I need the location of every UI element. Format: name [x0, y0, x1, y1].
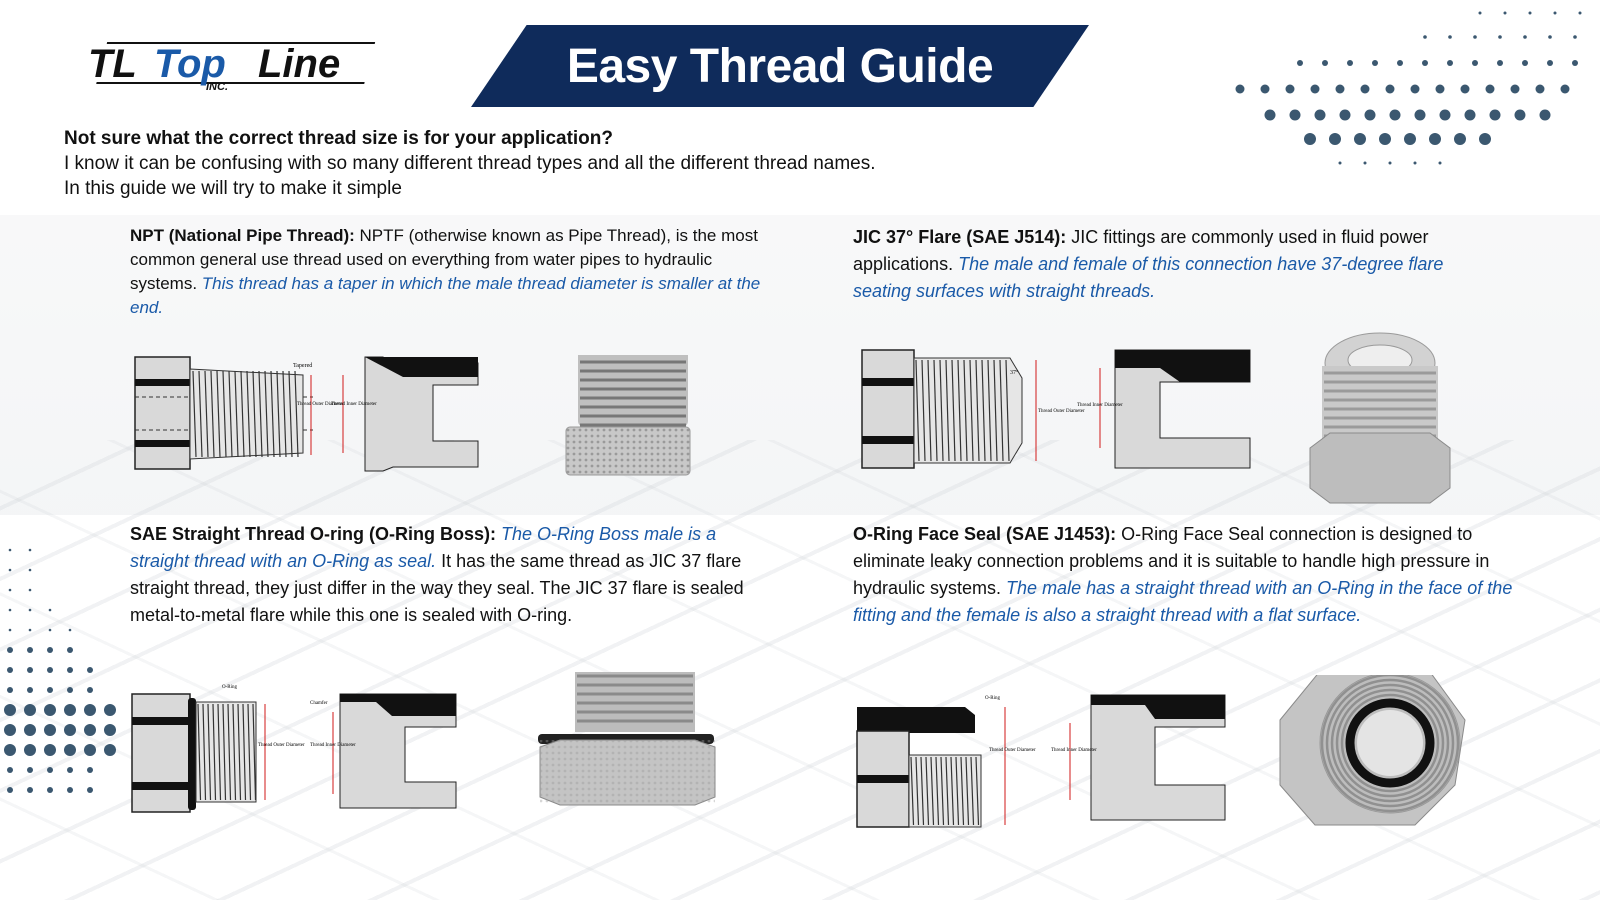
page-title: Easy Thread Guide	[566, 39, 994, 93]
sae-oring-label: O-Ring	[222, 685, 238, 690]
npt-tapered-label: Tapered	[293, 363, 312, 369]
orfs-id-label: Thread Inner Diameter	[1051, 748, 1097, 753]
sae-od-label: Thread Outer Diameter	[258, 743, 305, 748]
orfs-description: O-Ring Face Seal (SAE J1453): O-Ring Fac…	[853, 521, 1513, 629]
jic-diagram: 37° Thread Outer Diameter Thread Inner D…	[861, 332, 1451, 504]
npt-fitting-image	[565, 355, 691, 476]
npt-body: NPTF (otherwise known as Pipe Thread), i…	[130, 226, 758, 293]
jic-fitting-image	[1309, 332, 1451, 504]
logo-sub: INC.	[206, 81, 228, 93]
intro-question: Not sure what the correct thread size is…	[64, 128, 613, 149]
npt-male-threads	[189, 368, 304, 460]
dot-pattern-bottom-left	[4, 548, 116, 793]
jic-id-label: Thread Inner Diameter	[1077, 403, 1123, 408]
orfs-body: O-Ring Face Seal connection is designed …	[853, 524, 1490, 598]
npt-diagram: Tapered Thread Outer Diameter Thread Inn…	[134, 355, 691, 476]
sae-chamfer-label: Chamfer	[310, 701, 328, 706]
intro-line-1: I know it can be confusing with so many …	[64, 153, 876, 174]
npt-heading: NPT (National Pipe Thread):	[130, 226, 355, 245]
jic-highlight: The male and female of this connection h…	[853, 254, 1444, 301]
npt-female-section	[342, 356, 479, 472]
sae-diagram: O-Ring Thread Outer Diameter Chamfer Thr…	[131, 672, 716, 813]
npt-male-hex	[134, 356, 191, 470]
sae-heading: SAE Straight Thread O-ring (O-Ring Boss)…	[130, 524, 497, 544]
title-banner: Easy Thread Guide	[471, 25, 1089, 107]
sae-id-label: Thread Inner Diameter	[310, 743, 356, 748]
orfs-diagram: O-Ring Thread Outer Diameter Thread Inne…	[856, 675, 1466, 828]
dot-pattern-top-right	[1235, 11, 1582, 165]
intro-block: Not sure what the correct thread size is…	[64, 126, 964, 201]
svg-text:Top: Top	[154, 42, 226, 86]
jic-angle-label: 37°	[1010, 369, 1019, 376]
jic-heading: JIC 37° Flare (SAE J514):	[853, 227, 1067, 247]
npt-highlight: This thread has a taper in which the mal…	[130, 274, 761, 317]
svg-text:TL: TL	[88, 42, 137, 86]
jic-description: JIC 37° Flare (SAE J514): JIC fittings a…	[853, 224, 1473, 305]
jic-od-label: Thread Outer Diameter	[1038, 409, 1085, 414]
jic-body: JIC fittings are commonly used in fluid …	[853, 227, 1429, 274]
sae-body: It has the same thread as JIC 37 flare s…	[130, 551, 744, 625]
intro-line-2: In this guide we will try to make it sim…	[64, 178, 402, 199]
sae-highlight: The O-Ring Boss male is a straight threa…	[130, 524, 717, 571]
orfs-highlight: The male has a straight thread with an O…	[853, 578, 1513, 625]
npt-description: NPT (National Pipe Thread): NPTF (otherw…	[130, 224, 780, 320]
npt-id-label: Thread Inner Diameter	[331, 402, 377, 407]
sae-fitting-image	[538, 672, 716, 806]
orfs-fitting-image	[1279, 675, 1466, 826]
orfs-heading: O-Ring Face Seal (SAE J1453):	[853, 524, 1117, 544]
svg-text:Line: Line	[258, 42, 340, 86]
npt-od-label: Thread Outer Diameter	[297, 402, 344, 407]
orfs-od-label: Thread Outer Diameter	[989, 748, 1036, 753]
sae-oring	[188, 698, 196, 810]
sae-description: SAE Straight Thread O-ring (O-Ring Boss)…	[130, 521, 780, 629]
orfs-oring-label: O-Ring	[985, 696, 1001, 701]
topline-logo: TL Top Line INC.	[88, 38, 388, 93]
